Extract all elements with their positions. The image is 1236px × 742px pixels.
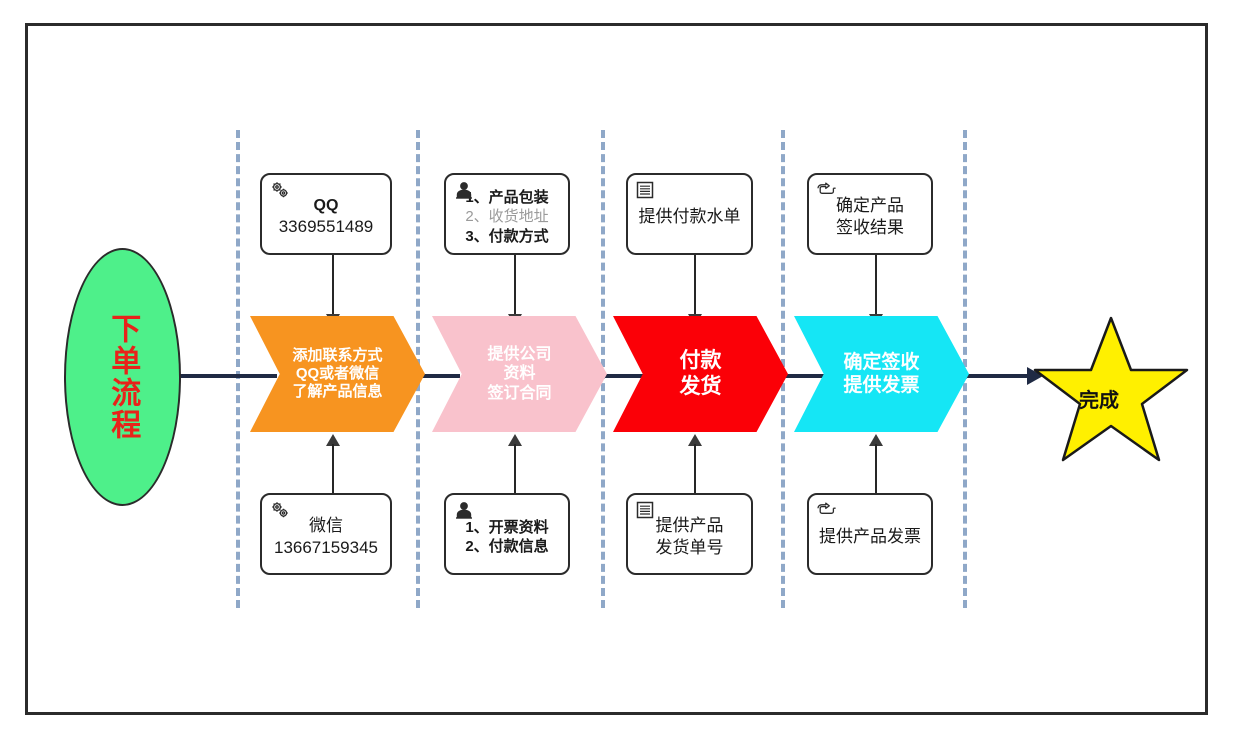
stage-2-top-note[interactable]: 1、产品包装 2、收货地址 3、付款方式	[444, 173, 570, 255]
stage-1-bottom-connector	[332, 444, 334, 494]
stage-3-bottom-connector	[694, 444, 696, 494]
person-icon	[453, 500, 475, 520]
start-node[interactable]: 下单流程	[64, 248, 181, 506]
stage-2-bottom-connector	[514, 444, 516, 494]
note-line: 发货单号	[655, 538, 724, 557]
stage-4-top-connector	[875, 255, 877, 317]
stage-2-top-note-lines: 1、产品包装 2、收货地址 3、付款方式	[446, 182, 568, 247]
spine-stage4-to-end	[943, 374, 1029, 378]
spine-start-to-stage1	[177, 374, 277, 378]
document-lines-icon	[635, 500, 657, 520]
process-line: 提供发票	[843, 375, 920, 396]
stage-2-bottom-arrow-icon	[508, 434, 522, 446]
stage-1-bottom-arrow-icon	[326, 434, 340, 446]
diagram-frame: 下单流程 QQ 3369551489	[25, 23, 1208, 715]
process-line: 付款	[679, 349, 722, 373]
note-line: 2、付款信息	[465, 538, 549, 555]
stage-3-bottom-note[interactable]: 提供产品 发货单号	[626, 493, 753, 575]
stage-2-bottom-note[interactable]: 1、开票资料 2、付款信息	[444, 493, 570, 575]
stage-3-top-note-lines: 提供付款水单	[628, 200, 751, 228]
stage-3-top-note[interactable]: 提供付款水单	[626, 173, 753, 255]
stage-2-process-label: 提供公司 资料 签订合同	[487, 345, 551, 404]
end-node[interactable]: 完成	[1031, 314, 1191, 466]
stage-4-bottom-note-lines: 提供产品发票	[809, 520, 931, 548]
star-icon	[1033, 316, 1189, 462]
lane-divider-1	[236, 130, 240, 608]
person-icon	[453, 180, 475, 200]
spine-stage2-to-stage3	[580, 374, 644, 378]
spine-stage3-to-stage4	[762, 374, 824, 378]
stage-1-top-connector	[332, 255, 334, 317]
note-line: 微信	[309, 515, 343, 535]
note-line: 确定产品	[836, 195, 904, 215]
stage-1-process-label: 添加联系方式 QQ或者微信 了解产品信息	[292, 347, 382, 402]
stage-1-bottom-note[interactable]: 微信 13667159345	[260, 493, 392, 575]
stage-3-process-label: 付款 发货	[680, 348, 722, 399]
pointing-hand-icon	[816, 180, 838, 200]
process-line: QQ或者微信	[295, 364, 380, 382]
note-line: 3369551489	[278, 217, 374, 237]
stage-3-bottom-arrow-icon	[688, 434, 702, 446]
stage-4-bottom-note[interactable]: 提供产品发票	[807, 493, 933, 575]
stage-4-top-note-lines: 确定产品 签收结果	[809, 189, 931, 239]
note-line: 2、收货地址	[465, 208, 549, 226]
note-line: 签收结果	[836, 218, 904, 237]
process-line: 添加联系方式	[292, 346, 383, 364]
note-line: 1、产品包装	[465, 188, 549, 206]
stage-3-process[interactable]: 付款 发货	[613, 316, 788, 432]
end-node-label: 完成	[1079, 390, 1119, 412]
process-line: 资料	[503, 365, 536, 383]
process-line: 签订合同	[487, 384, 552, 402]
stage-4-process-label: 确定签收 提供发票	[843, 351, 919, 397]
process-line: 提供公司	[487, 345, 552, 363]
gears-icon	[269, 500, 291, 520]
stage-1-bottom-note-lines: 微信 13667159345	[262, 509, 390, 559]
stage-4-top-note[interactable]: 确定产品 签收结果	[807, 173, 933, 255]
stage-2-top-connector	[514, 255, 516, 317]
note-line: 3、付款方式	[465, 227, 549, 245]
note-line: 提供产品发票	[819, 526, 921, 546]
start-node-label: 下单流程	[106, 313, 140, 441]
stage-3-top-connector	[694, 255, 696, 317]
stage-1-top-note-lines: QQ 3369551489	[262, 190, 390, 239]
note-line: 提供产品	[655, 515, 724, 535]
process-line: 了解产品信息	[292, 383, 383, 401]
note-line: 13667159345	[273, 538, 378, 557]
stage-2-bottom-note-lines: 1、开票资料 2、付款信息	[446, 512, 568, 557]
process-line: 发货	[679, 375, 722, 398]
stage-4-bottom-connector	[875, 444, 877, 494]
note-line: 提供付款水单	[638, 206, 741, 226]
process-line: 确定签收	[843, 351, 920, 373]
stage-3-bottom-note-lines: 提供产品 发货单号	[628, 509, 751, 559]
stage-1-top-note[interactable]: QQ 3369551489	[260, 173, 392, 255]
note-line: 1、开票资料	[465, 518, 549, 536]
spine-stage1-to-stage2	[394, 374, 460, 378]
note-line: QQ	[313, 196, 339, 214]
gears-icon	[269, 180, 291, 200]
document-lines-icon	[635, 180, 657, 200]
stage-4-bottom-arrow-icon	[869, 434, 883, 446]
pointing-hand-icon	[816, 500, 838, 520]
